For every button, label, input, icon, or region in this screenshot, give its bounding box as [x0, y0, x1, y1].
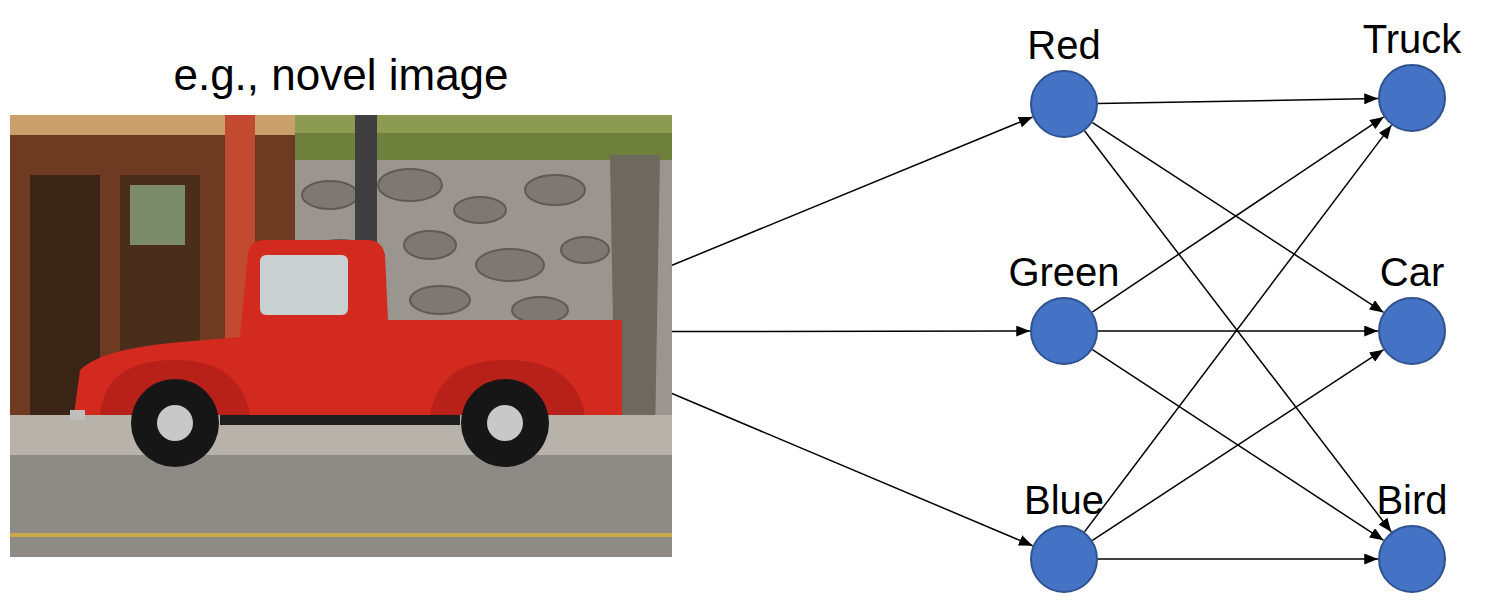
- neuron-label: Red: [1027, 22, 1100, 68]
- connection-arrow: [1084, 125, 1391, 532]
- neuron-label: Green: [1008, 249, 1119, 295]
- image-node: e.g., novel image: [10, 115, 672, 557]
- connection-arrow: [672, 393, 1033, 545]
- neuron-circle: Red: [1030, 70, 1098, 138]
- neuron-label: Bird: [1376, 477, 1447, 523]
- label-holder: Bird: [1376, 477, 1447, 523]
- connection-arrow: [672, 117, 1033, 265]
- neuron-label: Car: [1380, 249, 1444, 295]
- connection-arrow: [1092, 350, 1383, 541]
- connection-arrow: [1098, 99, 1378, 104]
- connection-arrow: [672, 330, 1030, 332]
- neuron-circle: Green: [1030, 297, 1098, 365]
- connection-arrow: [1092, 350, 1383, 541]
- neuron-circle: Truck: [1378, 64, 1446, 132]
- connection-arrow: [1092, 117, 1383, 312]
- image-caption: e.g., novel image: [173, 50, 508, 101]
- neuron-label: Truck: [1363, 16, 1462, 62]
- connection-arrow: [1098, 330, 1378, 332]
- label-holder: Red: [1027, 22, 1100, 68]
- label-holder: Blue: [1024, 477, 1104, 523]
- label-holder: Truck: [1363, 16, 1462, 62]
- neuron-circle: Bird: [1378, 525, 1446, 593]
- neuron-circle: Car: [1378, 297, 1446, 365]
- truck-photo: [10, 115, 672, 557]
- neuron-circle: Blue: [1030, 525, 1098, 593]
- neuron-label: Blue: [1024, 477, 1104, 523]
- connection-arrow: [1098, 558, 1378, 560]
- label-holder: Green: [1008, 249, 1119, 295]
- connection-arrow: [1092, 123, 1383, 313]
- label-holder: Car: [1380, 249, 1444, 295]
- label-holder: e.g., novel image: [173, 50, 508, 101]
